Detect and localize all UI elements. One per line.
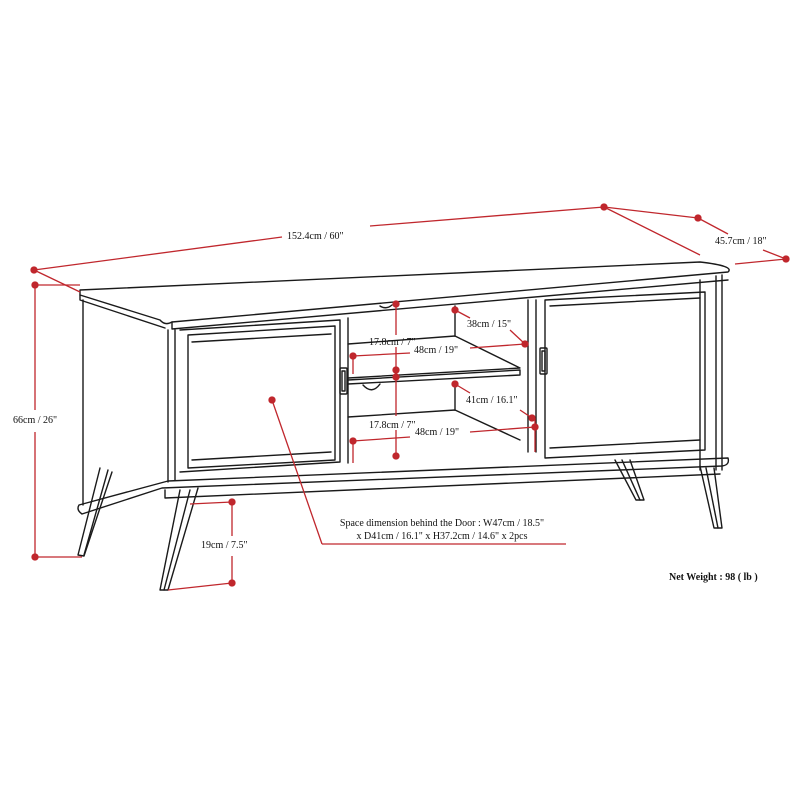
dimension-lines xyxy=(30,203,790,591)
lower-shelf-depth-label: 41cm / 16.1" xyxy=(466,395,518,406)
door-space-note: Space dimension behind the Door : W47cm … xyxy=(322,517,562,543)
width-label: 152.4cm / 60" xyxy=(286,231,345,242)
upper-shelf-depth-label: 38cm / 15" xyxy=(467,319,512,330)
upper-shelf-height-label: 17.8cm / 7" xyxy=(369,337,416,348)
leg-height-label: 19cm / 7.5" xyxy=(200,540,249,551)
door-space-line1: Space dimension behind the Door : W47cm … xyxy=(339,518,545,529)
net-weight-label: Net Weight : 98 ( lb ) xyxy=(668,572,759,583)
door-space-line2: x D41cm / 16.1" x H37.2cm / 14.6" x 2pcs xyxy=(356,531,528,542)
height-label: 66cm / 26" xyxy=(12,415,59,426)
depth-label: 45.7cm / 18" xyxy=(714,236,768,247)
lower-shelf-width-label: 48cm / 19" xyxy=(415,427,460,438)
lower-shelf-height-label: 17.8cm / 7" xyxy=(369,420,416,431)
upper-shelf-width-label: 48cm / 19" xyxy=(414,345,459,356)
